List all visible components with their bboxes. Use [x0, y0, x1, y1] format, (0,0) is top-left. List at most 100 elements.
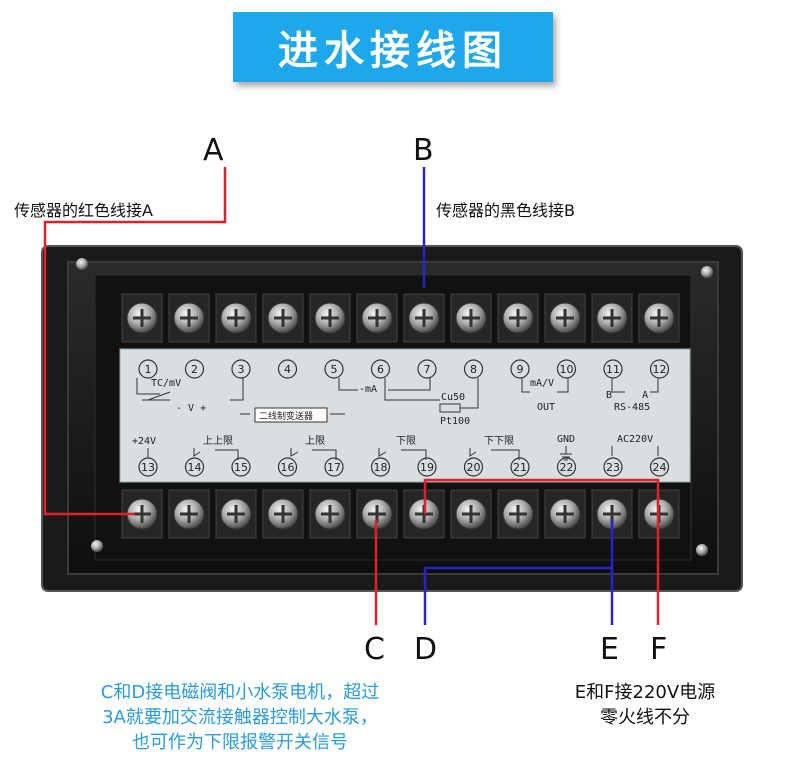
terminal-screw — [215, 293, 257, 343]
terminal-number-ring — [277, 457, 298, 477]
terminal-number-ring — [138, 359, 158, 379]
plate-gnd: GND — [557, 434, 575, 445]
terminal-number: 1 — [145, 363, 152, 376]
wire-a-red — [43, 167, 227, 516]
plate-schematic — [136, 378, 659, 461]
terminal-number-ring — [510, 457, 530, 477]
note-a: 传感器的红色线接A — [14, 201, 153, 220]
terminal-number-ring — [649, 359, 670, 379]
note-cd: C和D接电磁阀和小水泵电机，超过 3A就要加交流接触器控制大水泵， 也可作为下限… — [30, 680, 450, 755]
corner-screw-icon — [696, 544, 708, 556]
terminal-number: 14 — [188, 461, 202, 474]
terminal-number: 17 — [327, 461, 341, 474]
plate-tc-mv: TC/mV — [151, 378, 181, 389]
terminal-number: 22 — [560, 461, 574, 474]
plate-ma-v: mA/V — [530, 378, 554, 389]
terminal-number: 8 — [470, 363, 477, 376]
terminal-number-ring — [510, 359, 530, 379]
terminal-number: 20 — [467, 461, 481, 474]
terminal-number: 23 — [606, 461, 620, 474]
terminal-screw — [544, 293, 586, 343]
terminal-number-ring — [603, 359, 623, 379]
terminal-screw — [262, 489, 304, 539]
terminal-screw — [638, 293, 680, 343]
top-terminal-row — [121, 293, 680, 343]
page-title: 进水接线图 — [278, 28, 508, 74]
bottom-terminal-row — [121, 489, 680, 539]
terminal-screw — [497, 293, 539, 343]
wires — [43, 167, 660, 625]
terminal-number-ring — [231, 457, 251, 477]
plate-two-wire: 二线制变送器 — [259, 410, 313, 422]
terminal-number: 3 — [238, 363, 245, 376]
label-b: B — [413, 133, 434, 168]
title-banner: 进水接线图 — [233, 12, 553, 82]
note-b: 传感器的黑色线接B — [436, 201, 575, 220]
terminal-screw — [450, 293, 492, 343]
wire-f-red — [423, 478, 660, 625]
terminal-screw — [497, 489, 539, 539]
terminal-number-ring — [370, 359, 391, 379]
terminal-number-ring — [370, 457, 391, 477]
plate-upper: 上限 — [305, 435, 325, 447]
terminal-screw — [356, 293, 398, 343]
plate-v-label: - V + — [176, 403, 206, 414]
note-cd-line-1: C和D接电磁阀和小水泵电机，超过 — [100, 682, 380, 703]
label-c: C — [364, 632, 385, 667]
terminal-number: 12 — [653, 363, 667, 376]
terminal-screw — [168, 293, 210, 343]
plate-cu50: Cu50 — [441, 392, 465, 403]
terminal-number-ring — [603, 457, 623, 477]
terminal-number: 5 — [331, 363, 338, 376]
plate-rs485: RS-485 — [614, 402, 650, 413]
terminal-screw — [309, 489, 351, 539]
terminal-screw — [168, 489, 210, 539]
plate-b-a: B A — [606, 390, 648, 401]
terminal-screw — [591, 293, 633, 343]
terminal-number: 13 — [141, 461, 155, 474]
plate-ac220v: AC220V — [617, 434, 653, 445]
label-f: F — [650, 632, 668, 667]
corner-screw-icon — [701, 266, 713, 278]
terminal-number: 11 — [606, 363, 620, 376]
corner-screw-icon — [76, 258, 88, 270]
label-e: E — [600, 632, 619, 667]
terminal-number: 15 — [234, 461, 248, 474]
wire-d-blue — [423, 566, 614, 625]
terminal-number-ring — [324, 457, 344, 477]
plate-lower: 下限 — [396, 435, 416, 447]
note-cd-line-3: 也可作为下限报警开关信号 — [132, 732, 348, 753]
terminal-screw — [403, 293, 445, 343]
plate-pt100: Pt100 — [440, 416, 470, 427]
terminal-number-ring — [324, 359, 344, 379]
terminal-screw — [121, 489, 163, 539]
terminal-number: 19 — [420, 461, 434, 474]
terminal-number-ring — [277, 359, 298, 379]
label-a: A — [203, 133, 224, 168]
corner-screw-icon — [91, 540, 103, 552]
terminal-number-ring — [231, 359, 251, 379]
note-ef-line-2: 零火线不分 — [600, 707, 690, 728]
terminal-number: 6 — [377, 363, 384, 376]
note-cd-line-2: 3A就要加交流接触器控制大水泵， — [102, 707, 378, 728]
terminal-number-ring — [649, 457, 670, 477]
corner-screws — [76, 258, 713, 556]
plate-upper-upper: 上上限 — [203, 435, 233, 447]
plate-out: OUT — [537, 402, 555, 413]
terminal-number: 18 — [374, 461, 388, 474]
terminal-number-ring — [463, 359, 484, 379]
terminal-number: 10 — [560, 363, 574, 376]
terminal-screw — [215, 489, 257, 539]
terminal-number: 2 — [191, 363, 198, 376]
plate-lower-lower: 下下限 — [484, 435, 514, 447]
terminal-number-ring — [184, 457, 205, 477]
terminal-screw — [544, 489, 586, 539]
terminal-number: 24 — [653, 461, 667, 474]
terminal-number-ring — [417, 359, 437, 379]
plate-ma-label: -mA — [359, 384, 377, 395]
terminal-number: 7 — [424, 363, 431, 376]
terminal-number-ring — [184, 359, 205, 379]
terminal-screw — [262, 293, 304, 343]
